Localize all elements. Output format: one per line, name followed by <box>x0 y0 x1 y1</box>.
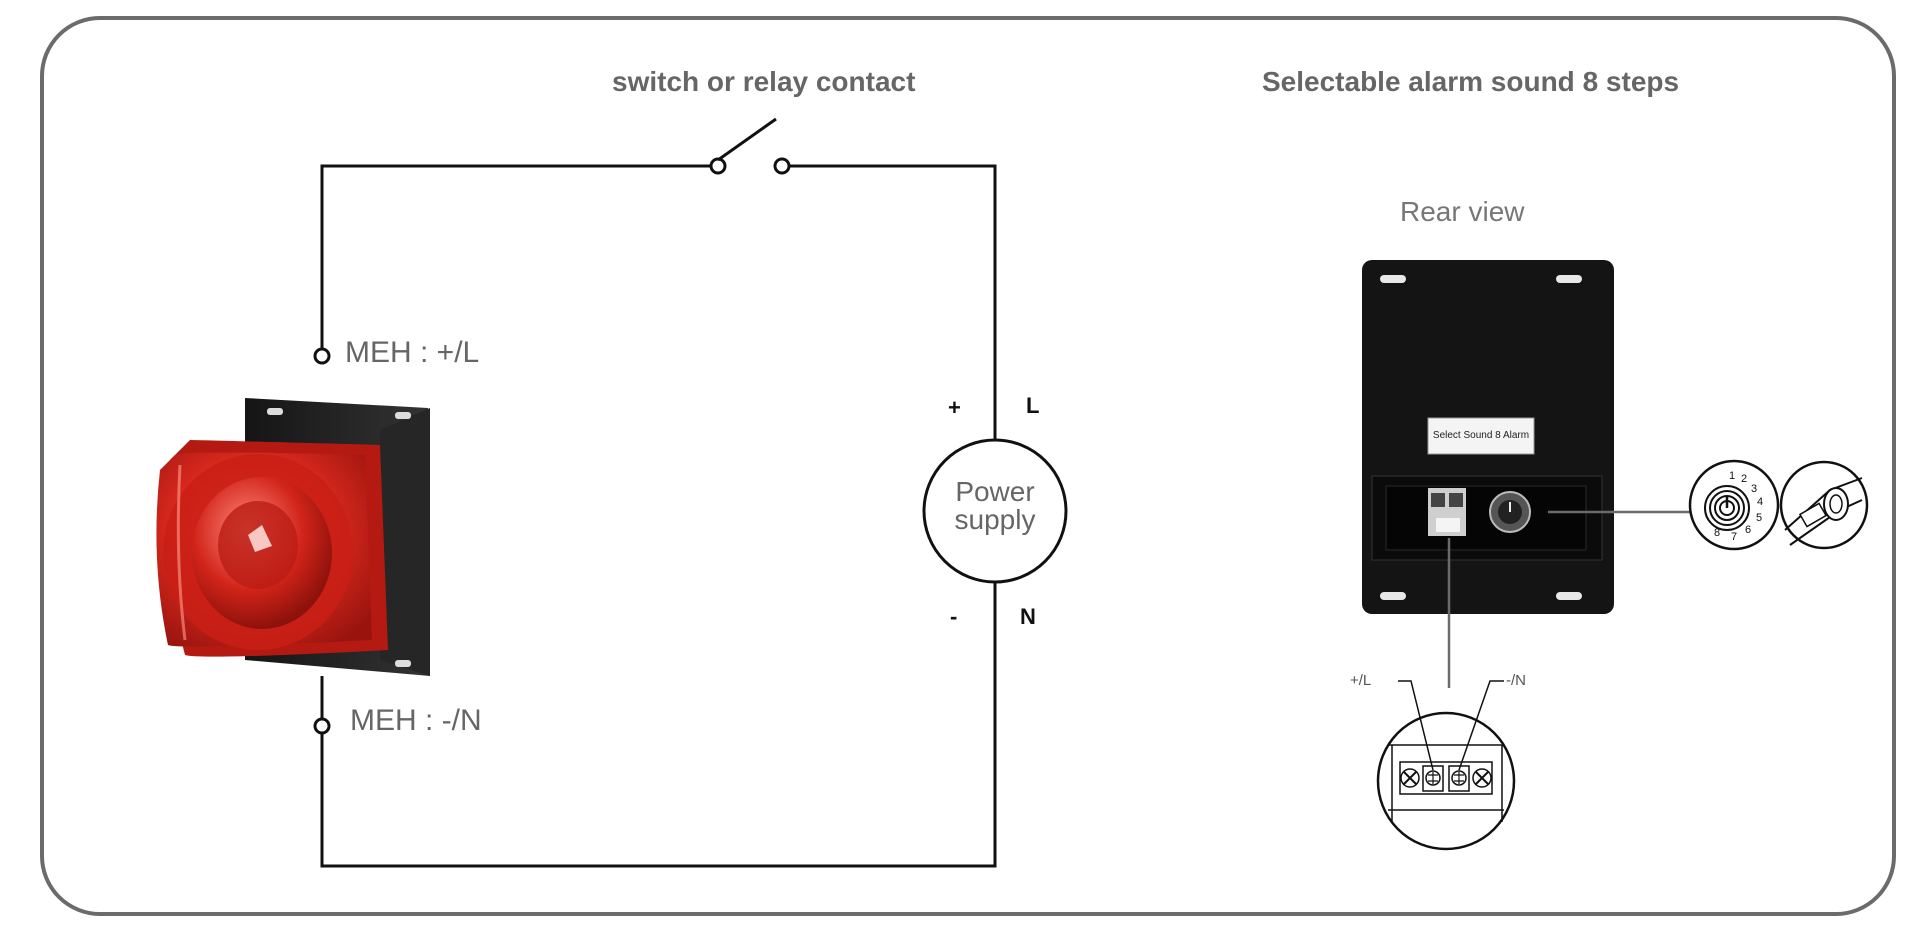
dial-number: 3 <box>1751 483 1757 495</box>
sound-select-plate-text: Select Sound 8 Alarm <box>1432 430 1530 441</box>
psu-L: L <box>1026 393 1040 418</box>
zoom-plus-label: +/L <box>1350 672 1372 689</box>
terminal-minus-node <box>313 717 331 735</box>
power-supply-symbol <box>922 438 1068 584</box>
wire-bottom <box>320 582 997 868</box>
dial-number: 4 <box>1757 496 1763 508</box>
terminal-plus-node <box>313 347 331 365</box>
terminal-plus-label: MEH : +/L <box>345 336 480 369</box>
sounder-image <box>156 398 430 676</box>
minus-lead-line <box>1458 680 1504 771</box>
dial-number: 5 <box>1756 512 1762 524</box>
switch-contact-left <box>709 157 727 175</box>
selectable-title: Selectable alarm sound 8 steps <box>1262 66 1680 97</box>
diagram-frame <box>40 16 1896 916</box>
wire-top-left <box>320 164 712 352</box>
dial-number: 1 <box>1729 470 1735 482</box>
wire-top-right <box>788 164 997 440</box>
psu-line2: supply <box>954 504 1036 535</box>
dial-number: 6 <box>1745 524 1751 536</box>
switch-label: switch or relay contact <box>612 66 916 97</box>
switch-lever <box>717 117 777 162</box>
dial-number: 2 <box>1741 473 1747 485</box>
terminal-zoom <box>1376 711 1516 851</box>
psu-N: N <box>1020 604 1036 629</box>
psu-minus: - <box>950 604 958 629</box>
dial-number: 7 <box>1731 531 1737 543</box>
power-supply-label: Power supply <box>935 478 1055 534</box>
terminal-minus-label: MEH : -/N <box>350 704 482 737</box>
zoom-minus-label: -/N <box>1506 672 1526 689</box>
psu-plus: + <box>948 395 961 420</box>
psu-line1: Power <box>955 476 1035 507</box>
knob-side-zoom <box>1779 460 1869 550</box>
switch-symbol <box>709 117 791 175</box>
sound-select-plate <box>1427 417 1535 455</box>
rear-view-label: Rear view <box>1400 196 1525 227</box>
dial-zoom <box>1688 459 1780 551</box>
plus-lead-line <box>1398 680 1434 771</box>
rear-view-panel <box>1362 260 1614 614</box>
switch-contact-right <box>773 157 791 175</box>
dial-number: 8 <box>1714 527 1720 539</box>
